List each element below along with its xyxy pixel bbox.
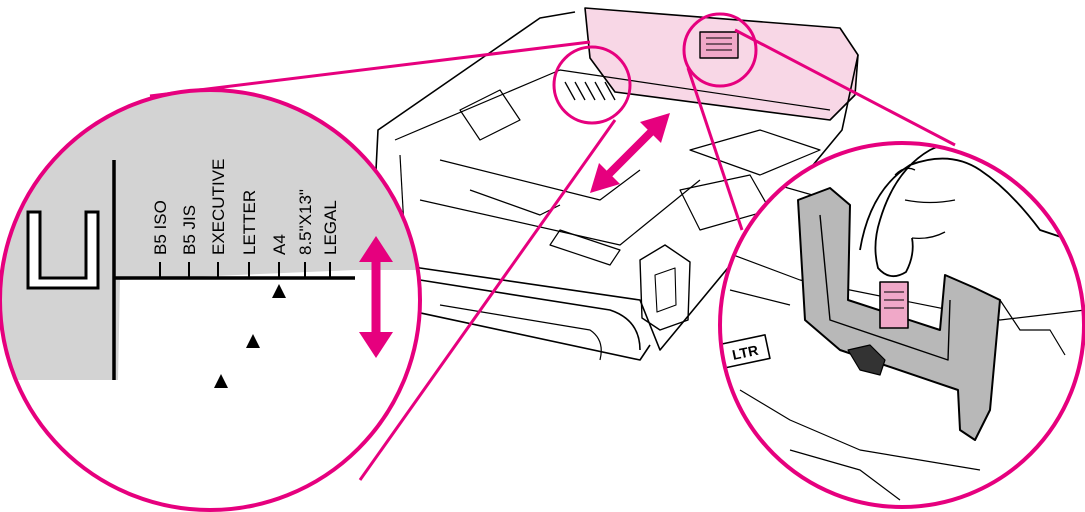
tray-marking-ltr: LTR xyxy=(720,334,771,369)
right-magnifier: LTR xyxy=(718,141,1085,509)
triangle-marker-icon xyxy=(272,284,286,298)
paper-size-label: EXECUTIVE xyxy=(209,159,228,255)
callout-connectors xyxy=(149,28,956,481)
double-arrow-icon xyxy=(359,236,393,358)
paper-size-label: LETTER xyxy=(240,190,259,255)
back-clip xyxy=(699,31,739,59)
paper-size-label: A4 xyxy=(270,234,289,255)
paper-guide-clip-icon xyxy=(26,210,100,290)
small-callout-circle-right xyxy=(682,12,758,88)
small-callout-circle-left xyxy=(552,45,632,125)
triangle-marker-icon xyxy=(214,374,228,388)
scale-ticks xyxy=(159,262,331,278)
double-arrow-icon xyxy=(590,113,670,193)
triangle-marker-icon xyxy=(246,334,260,348)
release-tab xyxy=(879,281,909,329)
svg-text:LTR: LTR xyxy=(731,342,760,363)
gray-tray-region xyxy=(0,90,420,380)
paper-size-label: LEGAL xyxy=(321,200,340,255)
tray-back-wall xyxy=(584,7,859,121)
paper-size-label: B5 JIS xyxy=(180,205,199,255)
left-magnifier: B5 ISO B5 JIS EXECUTIVE LETTER A4 8.5"X13" LEG… xyxy=(0,88,422,512)
side-latch xyxy=(639,244,691,331)
paper-size-label: 8.5"X13" xyxy=(296,189,315,255)
paper-size-label: B5 ISO xyxy=(151,200,170,255)
paper-size-labels: B5 ISO B5 JIS EXECUTIVE LETTER A4 8.5"X13" LEG… xyxy=(151,159,340,255)
guide-stripes xyxy=(564,81,616,101)
